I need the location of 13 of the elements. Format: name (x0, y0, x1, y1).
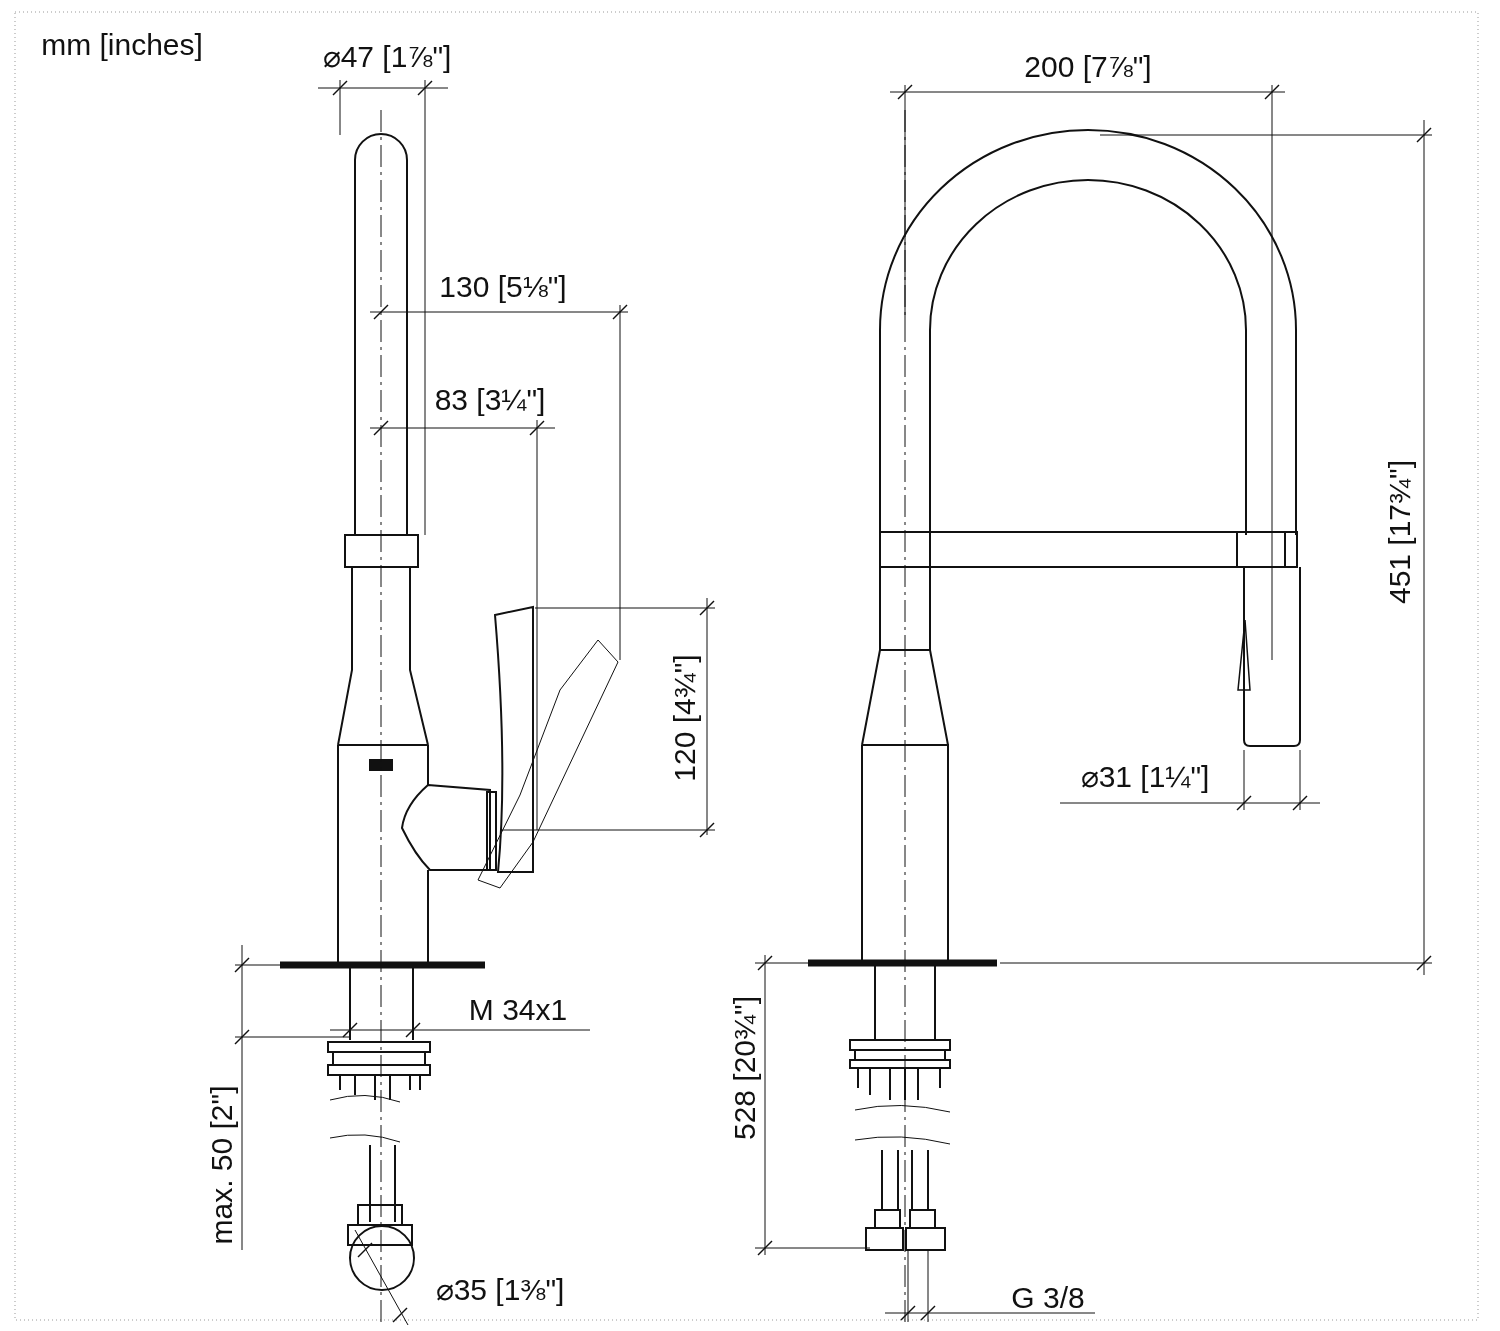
dimension-label: 83 [3¼"] (434, 385, 546, 415)
dimension-label: 120 [4¾"] (670, 654, 700, 782)
dimension-label: 451 [17¾"] (1385, 459, 1415, 605)
dimension-label: 130 [5⅛"] (439, 272, 567, 302)
dimension-label: M 34x1 (468, 995, 568, 1025)
dimension-label: ⌀31 [1¼"] (1080, 762, 1210, 792)
dimension-label: 200 [7⅞"] (1024, 52, 1152, 82)
dimension-label: ⌀35 [1⅜"] (435, 1275, 565, 1305)
dimension-label: max. 50 [2"] (207, 1085, 237, 1245)
dimension-label: ⌀47 [1⅞"] (322, 42, 452, 72)
dimension-label: 528 [20¾"] (730, 995, 760, 1141)
dimension-label: G 3/8 (1011, 1283, 1085, 1313)
unit-note: mm [inches] (41, 30, 203, 60)
